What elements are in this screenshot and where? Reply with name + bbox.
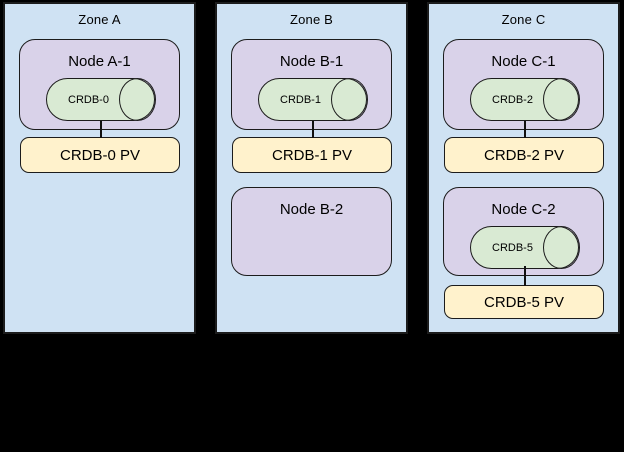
node-a1: Node A-1 CRDB-0 [19, 39, 180, 130]
crdb-0-label: CRDB-0 [68, 93, 109, 106]
cylinder-cap [118, 77, 156, 121]
zone-c: Zone C Node C-1 CRDB-2 CRDB-2 PV Node C-… [427, 2, 620, 334]
node-b2-title: Node B-2 [279, 201, 344, 218]
cylinder-cap [330, 77, 368, 121]
node-b2: Node B-2 [231, 187, 392, 276]
crdb-5-label: CRDB-5 [492, 241, 533, 254]
crdb-1-label: CRDB-1 [280, 93, 321, 106]
crdb-1-pv-box: CRDB-1 PV [232, 137, 392, 173]
zone-a-title: Zone A [78, 12, 121, 27]
node-b1-title: Node B-1 [279, 53, 344, 70]
zone-b: Zone B Node B-1 CRDB-1 CRDB-1 PV Node B-… [215, 2, 408, 334]
crdb-5-cylinder: CRDB-5 [470, 225, 580, 269]
crdb-2-cylinder: CRDB-2 [470, 77, 580, 121]
cylinder-cap [542, 225, 580, 269]
crdb-2-pv-connector [524, 121, 526, 138]
crdb-1-cylinder: CRDB-1 [258, 77, 368, 121]
cylinder-cap [542, 77, 580, 121]
node-c1: Node C-1 CRDB-2 [443, 39, 604, 130]
node-c1-title: Node C-1 [491, 53, 556, 70]
zone-c-title: Zone C [501, 12, 546, 27]
crdb-5-pv-connector [524, 266, 526, 286]
crdb-2-label: CRDB-2 [492, 93, 533, 106]
crdb-1-pv-connector [312, 121, 314, 138]
zone-b-title: Zone B [289, 12, 334, 27]
node-a1-title: Node A-1 [68, 53, 131, 70]
zone-a: Zone A Node A-1 CRDB-0 CRDB-0 PV [3, 2, 196, 334]
node-c2-title: Node C-2 [491, 201, 556, 218]
node-b1: Node B-1 CRDB-1 [231, 39, 392, 130]
crdb-0-pv-box: CRDB-0 PV [20, 137, 180, 173]
crdb-5-pv-box: CRDB-5 PV [444, 285, 604, 319]
crdb-2-pv-box: CRDB-2 PV [444, 137, 604, 173]
crdb-0-pv-connector [100, 121, 102, 138]
node-c2: Node C-2 CRDB-5 [443, 187, 604, 276]
crdb-0-cylinder: CRDB-0 [46, 77, 156, 121]
